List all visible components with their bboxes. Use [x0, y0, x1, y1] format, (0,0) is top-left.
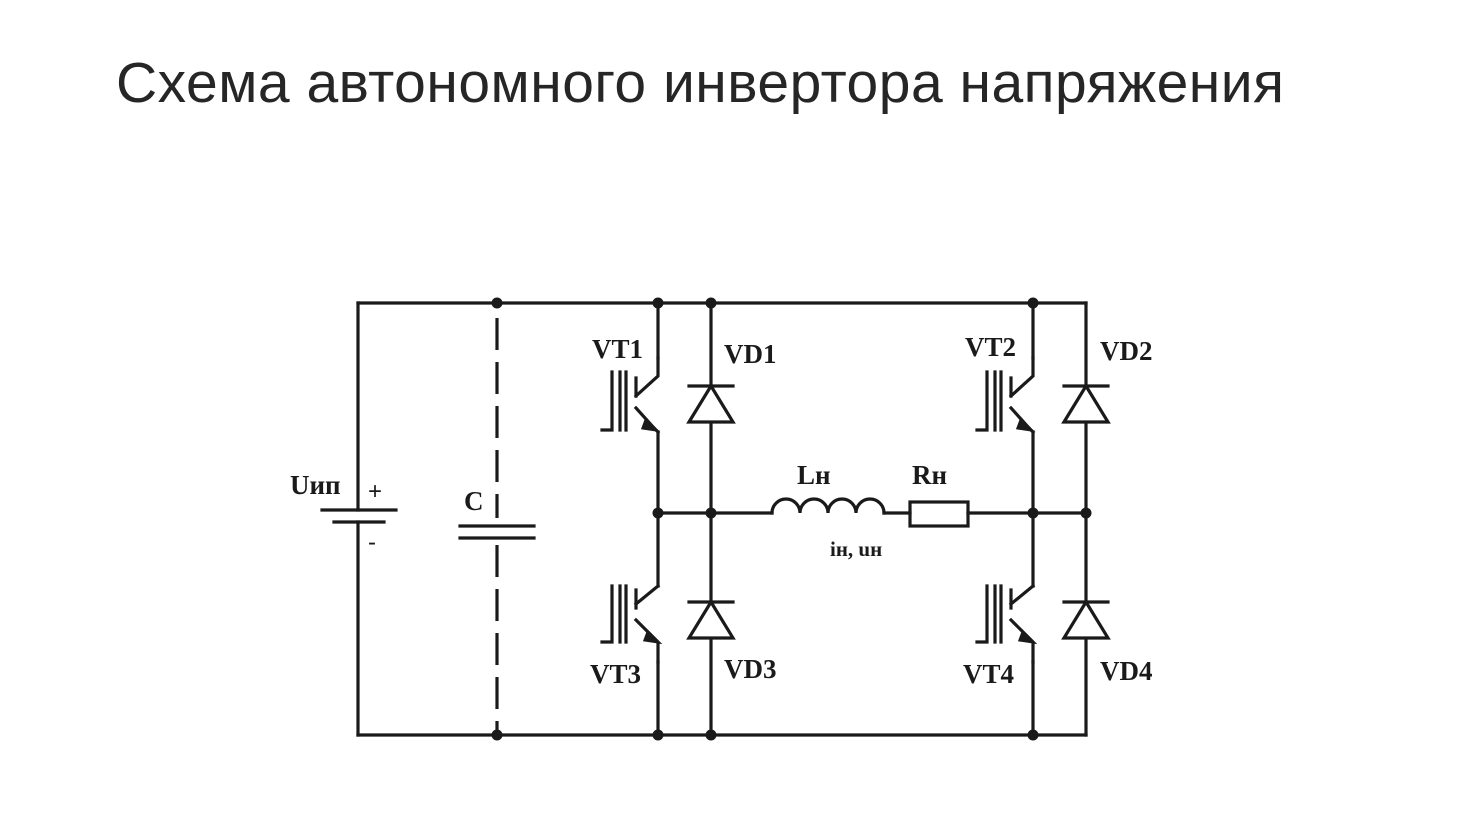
transistor-vt4 — [975, 583, 1038, 664]
vd2-label: VD2 — [1100, 336, 1153, 366]
vt2-label: VT2 — [965, 332, 1016, 362]
diode-vd4 — [1061, 598, 1111, 640]
transistor-vt1 — [600, 356, 661, 435]
vt1-label: VT1 — [592, 334, 643, 364]
transistor-vt3 — [600, 583, 663, 664]
capacitor-symbol — [458, 524, 536, 540]
source-minus-label: - — [368, 529, 376, 556]
capacitor-label: C — [464, 486, 484, 516]
diode-vd3 — [686, 598, 736, 640]
inductor-symbol — [770, 497, 886, 515]
resistor-label: Rн — [912, 460, 947, 490]
load-current-voltage-label: iн, uн — [830, 537, 882, 561]
vd4-label: VD4 — [1100, 656, 1153, 686]
resistor-symbol — [908, 500, 970, 528]
vd3-label: VD3 — [724, 654, 777, 684]
inductor-label: Lн — [797, 460, 831, 490]
diode-vd1 — [686, 382, 736, 424]
junction-nodes — [491, 297, 1092, 741]
slide-title: Схема автономного инвертора напряжения — [116, 51, 1285, 115]
transistor-vt2 — [975, 356, 1036, 435]
source-plus-label: + — [368, 478, 382, 505]
source-label: Uип — [290, 470, 341, 500]
vt3-label: VT3 — [590, 659, 641, 689]
diode-vd2 — [1061, 382, 1111, 424]
source-battery — [320, 508, 398, 524]
vt4-label: VT4 — [963, 659, 1014, 689]
vd1-label: VD1 — [724, 339, 777, 369]
